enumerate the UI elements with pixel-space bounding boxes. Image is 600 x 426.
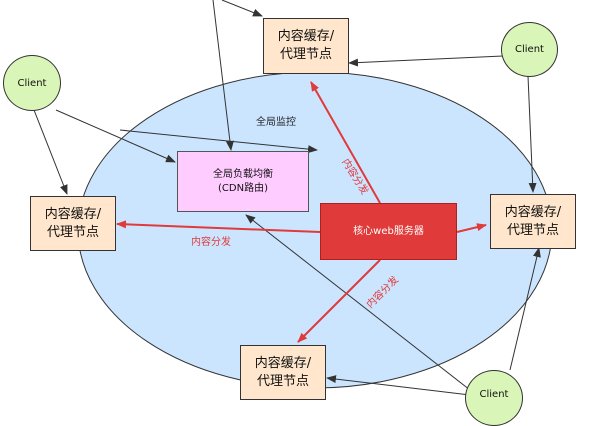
global-load-balancer: 全局负载均衡 (CDN路由) (177, 151, 309, 212)
cache-node-left: 内容缓存/ 代理节点 (30, 196, 116, 251)
cache-node-right-line2: 代理节点 (506, 222, 559, 238)
connector-bottomclient-gslb (245, 214, 471, 391)
client-bottom-right: Client (465, 370, 523, 426)
cache-node-bottom-line1: 内容缓存/ (254, 355, 312, 371)
client-top-right-label: Client (515, 44, 544, 55)
cache-node-left-line2: 代理节点 (46, 224, 99, 240)
cache-node-top-line1: 内容缓存/ (277, 29, 335, 45)
gslb-line1: 全局负载均衡 (213, 169, 273, 180)
client-top-left-label: Client (17, 77, 47, 89)
core-web-server: 核心web服务器 (320, 203, 457, 260)
cache-node-top: 内容缓存/ 代理节点 (263, 18, 349, 74)
connector-leftclient-gslb (55, 109, 176, 163)
connector-bottomclient-bottomnode (326, 375, 471, 396)
cache-node-left-line1: 内容缓存/ (44, 206, 102, 222)
distribution-arrow-to-right (456, 223, 487, 233)
cache-node-bottom: 内容缓存/ 代理节点 (240, 345, 326, 400)
connector-rightclient-rightnode (527, 75, 537, 193)
client-top-right: Client (501, 22, 558, 77)
label-dist-left: 内容分发 (191, 237, 231, 248)
gslb-line2: (CDN路由) (218, 182, 268, 194)
connector-topclient-topnode (221, 0, 263, 17)
cache-node-top-line2: 代理节点 (279, 47, 332, 62)
client-top-left: Client (3, 55, 61, 111)
cache-node-bottom-line2: 代理节点 (256, 373, 309, 389)
cache-node-right: 内容缓存/ 代理节点 (490, 194, 576, 249)
distribution-arrow-to-top (310, 81, 381, 204)
connector-global-monitor (119, 129, 318, 154)
core-web-server-label: 核心web服务器 (353, 225, 424, 237)
distribution-arrow-to-bottom (297, 259, 381, 343)
connector-topclient-gslb (212, 0, 234, 151)
network-region-ellipse (77, 71, 553, 389)
connector-bottomclient-rightnode (509, 247, 541, 371)
label-global-monitor: 全局监控 (256, 117, 296, 128)
client-bottom-right-label: Client (479, 389, 509, 400)
connector-leftclient-leftnode (33, 109, 68, 195)
cdn-architecture-diagram: 内容缓存/ 代理节点 内容缓存/ 代理节点 内容缓存/ 代理节点 内容缓存/ 代… (3, 0, 576, 426)
connector-rightclient-topnode (348, 55, 504, 67)
distribution-arrow-to-left (116, 220, 321, 233)
cache-node-right-line1: 内容缓存/ (504, 204, 562, 220)
